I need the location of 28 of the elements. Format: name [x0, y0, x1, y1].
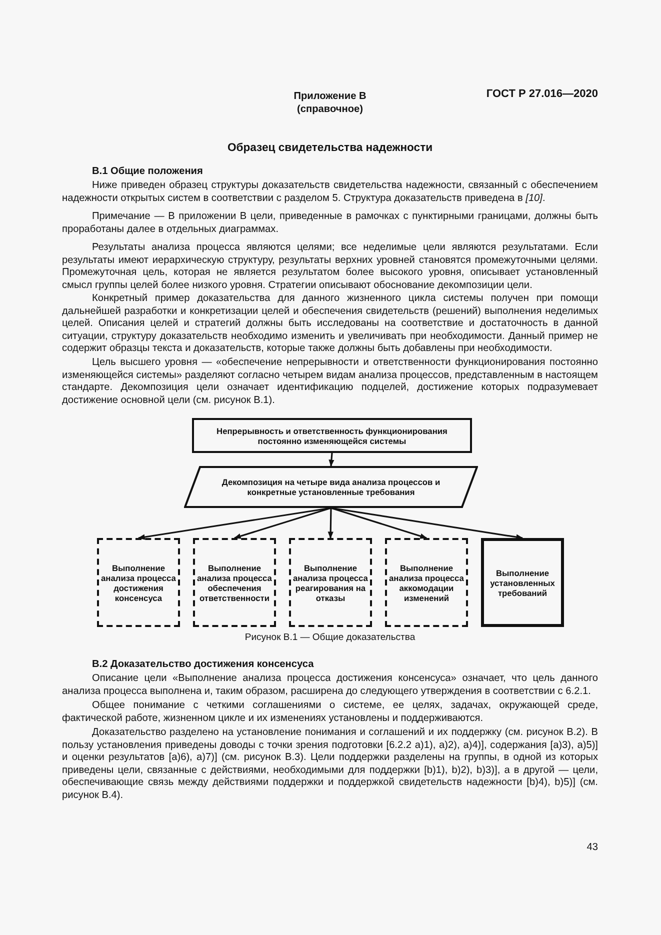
strategy-parallelogram: Декомпозиция на четыре вида анализа процессов и конкретные установленные требования [184, 466, 478, 508]
paragraph: Конкретный пример доказательства для данного жизненного цикла системы получен при помощи дальнейшей разработки и конкретизации целей и обеспечения свидетельств (решений) выполнения неделимых целей. Описания целей и стратегий должны быть исследованы на соответствие и достаточность в данной ситуации, структуру доказательств необходимо изменить и увеличивать при необходимости. Данный пример не содержит образцы текста и доказательств, которые также должны быть добавлены при необходимости. [62, 293, 598, 356]
requirements-box: Выполнение установленных требований [481, 538, 564, 627]
subgoal-box: Выполнение анализа процесса достижения консенсуса [97, 538, 180, 627]
document-number: ГОСТ Р 27.016—2020 [485, 88, 598, 101]
subgoal-box: Выполнение анализа процесса аккомодации изменений [385, 538, 468, 627]
page-number: 43 [586, 842, 598, 855]
subsection-heading: В.2 Доказательство достижения консенсуса [92, 659, 315, 672]
subsection-heading: В.1 Общие положения [92, 166, 204, 179]
arrow [234, 507, 332, 539]
paragraph: Цель высшего уровня — «обеспечение непрерывности и ответственности функционирования постоянно изменяющейся системы» разделяют согласно четырем видам анализа процессов, представленным в настоящем стандарте. Декомпозиция цели означает идентификацию подцелей, достижение которых подразумевает достижение основной цели (см. рисунок В.1). [62, 357, 598, 408]
figure-caption: Рисунок В.1 — Общие доказательства [244, 632, 416, 645]
subgoal-box: Выполнение анализа процесса реагирования на отказы [289, 538, 372, 627]
paragraph: Общее понимание с четкими соглашениями о системе, ее целях, задачах, окружающей среде, фактической работе, жизненном цикле и их изменениях установлены и поддерживаются. [62, 700, 598, 726]
section-title: Образец свидетельства надежности [226, 142, 434, 155]
paragraph: Ниже приведен образец структуры доказательств свидетельства надежности, связанный с обеспечением надежности открытых систем в соответствии с разделом 5. Структура доказательств приведена в [10]. [62, 180, 598, 206]
subgoal-box: Выполнение анализа процесса обеспечения ответственности [193, 538, 276, 627]
annex-heading: Приложение В [292, 91, 368, 104]
paragraph: Описание цели «Выполнение анализа процесса достижения консенсуса» означает, что цель данного анализа процесса выполнена и, таким образом, расширена до следующего утверждения в соответствии с 6.2.1. [62, 673, 598, 698]
paragraph: Примечание — В приложении В цели, приведенные в рамочках с пунктирными границами, должны быть проработаны далее в отдельных диаграммах. [62, 211, 598, 236]
goal-box: Непрерывность и ответственность функционирования постоянно изменяющейся системы [192, 418, 472, 453]
paragraph: Доказательство разделено на установление понимания и соглашений и их поддержку (см. рисунок В.2). В пользу установления приведены доводы с точки зрения подготовки [6.2.2 а)1), а)2), а)4)], содержания [а)3), а)5)] и оценки результатов [а)6), а)7)] (см. рисунок В.3). Цели поддержки разделены на группы, в одной из которых приведены цели, связанные с действиями, необходимыми для поддержки [b)1), b)2), b)3)], а в другой — цели, обеспечивающие связь между действиями поддержки и поддержкой свидетельств надежности [b)4), b)5)] (см. рисунок В.4). [62, 727, 598, 803]
arrow [328, 508, 334, 539]
paragraph: Результаты анализа процесса являются целями; все неделимые цели являются результатами. Если результаты имеют иерархическую структуру, результаты верхних уровней становятся промежуточными целями. Промежуточная цель, которая не является результатом более высокого уровня, описывает установленный смысл группы целей более низкого уровня. Стратегии описывают обоснование декомпозиции цели. [62, 242, 598, 292]
arrow [330, 507, 428, 539]
arrow [330, 507, 524, 540]
annex-heading: (справочное) [296, 104, 364, 117]
arrow [328, 452, 334, 467]
